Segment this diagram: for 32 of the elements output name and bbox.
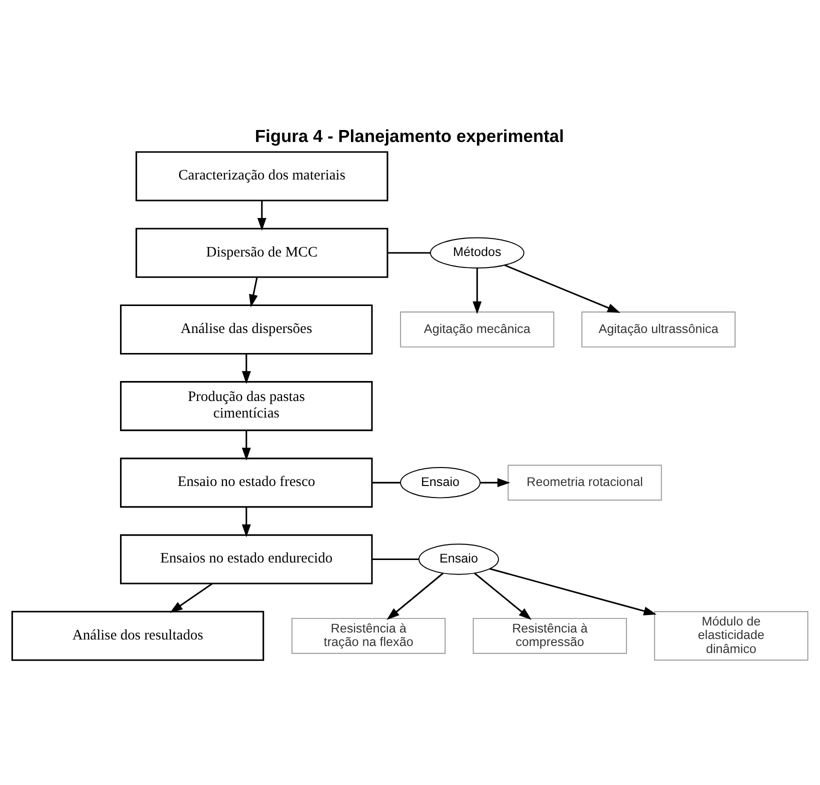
connector <box>372 558 419 560</box>
arrow <box>504 264 620 313</box>
node-ellipse: Ensaio <box>418 544 499 575</box>
node-box: Ensaio no estado fresco <box>120 458 373 508</box>
arrow <box>480 478 510 488</box>
arrow <box>472 268 482 314</box>
arrow <box>248 277 258 308</box>
node-box: Dispersão de MCC <box>136 228 388 278</box>
arrow <box>242 430 251 461</box>
connector <box>372 482 400 484</box>
node-box: Resistência à compressão <box>472 618 627 654</box>
node-ellipse: Ensaio <box>400 467 481 498</box>
arrow <box>474 572 532 620</box>
arrow <box>490 568 657 616</box>
node-ellipse: Métodos <box>430 237 524 268</box>
arrow <box>242 507 251 538</box>
node-box: Produção das pastas cimentícias <box>120 381 373 432</box>
connector <box>388 252 430 254</box>
node-box: Análise das dispersões <box>120 304 373 354</box>
node-box: Agitação mecânica <box>400 312 554 348</box>
node-box: Reometria rotacional <box>508 464 662 501</box>
node-box: Módulo de elasticidade dinâmico <box>654 611 808 661</box>
arrow <box>170 583 213 613</box>
diagram-title: Figura 4 - Planejamento experimental <box>254 126 564 146</box>
arrow <box>242 354 251 384</box>
arrow <box>257 200 266 231</box>
node-box: Caracterização dos materiais <box>136 151 388 202</box>
node-box: Ensaios no estado endurecido <box>120 534 373 584</box>
node-box: Resistência à tração na flexão <box>291 618 446 654</box>
node-box: Agitação ultrassônica <box>581 312 736 348</box>
arrow <box>386 572 444 620</box>
node-box: Análise dos resultados <box>11 610 264 661</box>
